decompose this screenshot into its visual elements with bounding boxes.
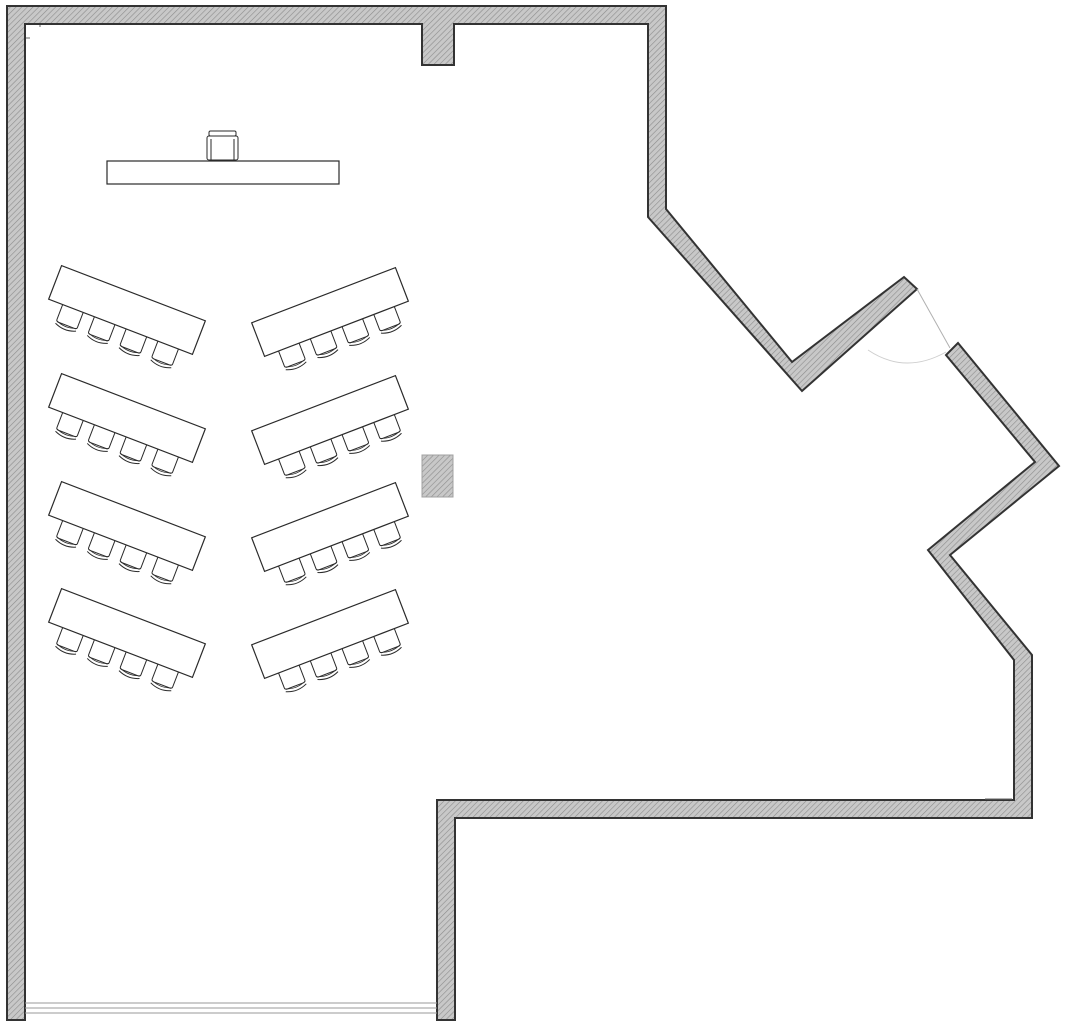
table-top <box>47 264 207 356</box>
table-top <box>250 266 410 358</box>
front-desk <box>106 160 340 185</box>
table-top <box>250 588 410 680</box>
table-7 <box>250 481 410 586</box>
table-1 <box>47 264 207 369</box>
window <box>25 1002 437 1014</box>
column <box>421 454 454 498</box>
table-8 <box>250 588 410 693</box>
table-top <box>250 374 410 466</box>
chair <box>277 339 307 371</box>
table-top <box>47 480 207 572</box>
table-6 <box>250 374 410 479</box>
table-top <box>47 372 207 464</box>
corner-marks <box>26 25 1012 800</box>
exterior-walls <box>6 5 1061 1021</box>
table-4 <box>47 587 207 692</box>
table-3 <box>47 480 207 585</box>
table-5 <box>250 266 410 371</box>
table-2 <box>47 372 207 477</box>
table-top <box>250 481 410 573</box>
tables <box>47 264 410 693</box>
chair <box>206 130 239 161</box>
table-top <box>47 587 207 679</box>
door <box>867 288 951 364</box>
